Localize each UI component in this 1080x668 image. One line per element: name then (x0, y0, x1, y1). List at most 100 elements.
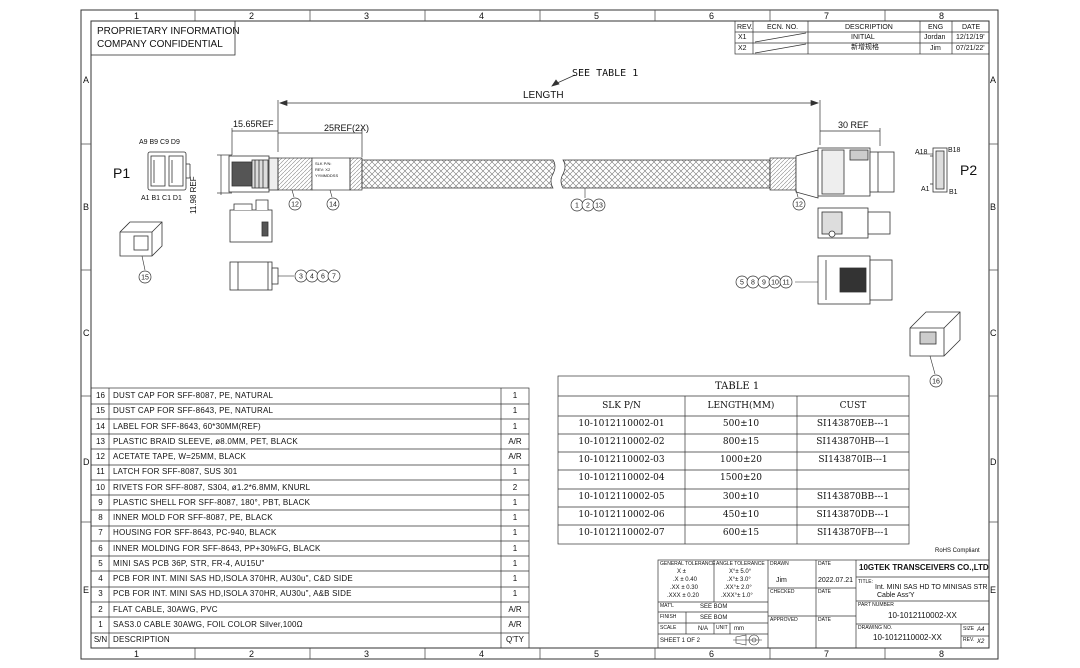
balloon (138, 270, 152, 284)
bom-item-number: 2 (98, 604, 103, 614)
bom-item-qty: A/R (508, 452, 522, 461)
bom-item-qty: 1 (512, 497, 518, 507)
table1-cell-pn: 10-1012110002-06 (578, 510, 665, 520)
bom-item-qty: 2 (512, 482, 518, 492)
date-label: DATE (818, 561, 831, 567)
bom-item-description: INNER MOLD FOR SFF-8087, PE, BLACK (113, 513, 273, 522)
p1-label: P1 (113, 165, 131, 181)
border-row-label: C (83, 328, 90, 338)
bom-item-description: PLASTIC SHELL FOR SFF-8087, 180°, PBT, B… (113, 497, 311, 507)
finish-value: SEE BOM (700, 615, 728, 621)
label-line: YYMMDDSS (315, 173, 339, 178)
size-label: SIZE (963, 626, 975, 632)
border-col-label: 8 (939, 11, 945, 21)
rev-label: REV. (963, 637, 975, 643)
balloon (288, 197, 302, 211)
balloon (929, 374, 943, 388)
sheet-count: SHEET 1 OF 2 (660, 638, 700, 644)
rev-header-rev: REV. (737, 24, 753, 31)
bom-item-qty: A/R (508, 604, 522, 614)
unit-label: UNIT (716, 625, 728, 631)
rev-header-eng: ENG (928, 24, 944, 31)
p2-pin-b18: B18 (948, 147, 961, 154)
angle-tolerance-line: .XXX°± 1.0° (721, 593, 753, 599)
drawing-no-label: DRAWING NO. (858, 625, 893, 631)
bom-item-number: 11 (96, 467, 105, 477)
p1-top-pins: A9 B9 C9 D9 (139, 139, 180, 146)
bom-item-qty: 1 (512, 543, 518, 553)
bom-item-qty: A/R (508, 436, 522, 446)
border-col-label: 1 (134, 649, 140, 659)
finish-label: FINISH (660, 614, 677, 620)
border-col-label: 4 (479, 11, 485, 21)
bom-item-number: 1 (98, 619, 103, 629)
dim-15-65-ref: 15.65REF (233, 119, 274, 129)
bom-item-qty: A/R (508, 619, 522, 629)
border-row-label: D (990, 457, 997, 467)
bom-item-description: ACETATE TAPE, W=25MM, BLACK (113, 452, 247, 461)
p2-pin-a18: A18 (915, 149, 928, 156)
balloon (792, 197, 806, 211)
bom-item-number: 10 (96, 482, 105, 492)
bom-item-number: 16 (96, 391, 105, 400)
title-line-1: Int. MINI SAS HD TO MINISAS STR (875, 584, 988, 591)
balloon-text: 10 (771, 280, 779, 287)
border-row-label: C (990, 328, 997, 338)
balloon-text: 15 (141, 275, 149, 282)
balloon-text: 11 (782, 280, 789, 287)
table1-cell-cust: SI143870IB---1 (818, 455, 888, 465)
bom-item-qty: 1 (512, 574, 518, 583)
bom-item-description: MINI SAS PCB 36P, STR, FR-4, AU15U" (113, 558, 265, 568)
company-name: 10GTEK TRANSCEIVERS CO.,LTD (859, 563, 989, 572)
border-col-label: 3 (364, 11, 370, 21)
title-line-2: Cable Ass'Y (877, 592, 915, 599)
balloon (326, 197, 340, 211)
bom-item-qty: 1 (512, 528, 518, 538)
table1-cell-cust: SI143870HB---1 (816, 437, 890, 447)
rev-header-ecn: ECN. NO. (767, 24, 799, 31)
bom-item-number: 7 (98, 528, 103, 538)
label-line: SLK P/N: (315, 161, 332, 166)
table1-cell-length: 1500±20 (720, 473, 762, 483)
bom-item-number: 13 (96, 436, 105, 446)
bom-item-number: 5 (98, 558, 103, 568)
border-col-label: 5 (594, 649, 600, 659)
part-number: 10-1012110002-XX (888, 611, 957, 620)
bom-item-description: LATCH FOR SFF-8087, SUS 301 (113, 467, 238, 477)
table1-title: TABLE 1 (715, 381, 760, 392)
table1-cell-pn: 10-1012110002-05 (578, 492, 665, 502)
date-label: DATE (818, 589, 831, 595)
bom-item-number: 12 (96, 452, 105, 461)
table1-cell-length: 600±15 (722, 528, 760, 538)
rev-header-date: DATE (962, 24, 981, 31)
table1-cell-pn: 10-1012110002-04 (578, 473, 665, 483)
p1-bottom-pins: A1 B1 C1 D1 (141, 195, 182, 202)
balloon-text: 7 (332, 274, 336, 281)
unit-value: mm (734, 626, 744, 632)
border-row-label: B (83, 202, 90, 212)
bom-item-description: PLASTIC BRAID SLEEVE, ø8.0MM, PET, BLACK (113, 436, 298, 446)
balloon-text: 12 (291, 202, 299, 209)
border-row-label: A (990, 75, 997, 85)
bom-item-qty: 1 (512, 467, 518, 477)
drawn-by: Jim (776, 577, 787, 584)
p2-pin-b1: B1 (949, 189, 958, 196)
general-tolerance-line: X ± (677, 569, 686, 575)
border-row-label: B (990, 202, 997, 212)
rev-row-eng: Jim (930, 45, 941, 52)
label-line: REV: X2 (315, 167, 331, 172)
bom-item-description: PCB FOR INT. MINI SAS HD,ISOLA 370HR, AU… (113, 574, 353, 583)
balloon-text: 8 (751, 280, 755, 287)
length-dimension: LENGTH (523, 90, 564, 101)
bom-item-number: S/N (93, 635, 108, 644)
rev-row-desc: INITIAL (851, 34, 875, 41)
bom-item-qty: 1 (512, 558, 518, 568)
rev-row-date: 07/21/22' (956, 45, 985, 52)
rev-row-rev: X2 (738, 45, 747, 52)
bom-item-description: RIVETS FOR SFF-8087, S304, ø1.2*6.8MM, K… (113, 482, 311, 492)
border-row-label: E (83, 585, 90, 595)
bom-item-number: 6 (98, 543, 103, 553)
table1-cell-pn: 10-1012110002-02 (578, 437, 665, 447)
table1-header-length: LENGTH(MM) (707, 401, 775, 411)
border-col-label: 2 (249, 11, 255, 21)
